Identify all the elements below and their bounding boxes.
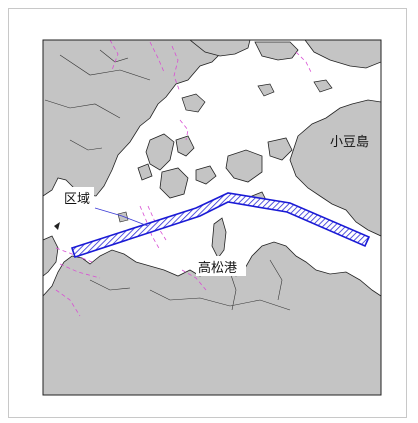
road-line	[229, 271, 237, 311]
port-label: 高松港	[198, 260, 237, 276]
road-line	[149, 289, 291, 311]
area-label: 区域	[64, 192, 90, 207]
map-frame	[42, 39, 382, 396]
island-label-bg	[326, 130, 376, 150]
port-label-bg	[196, 256, 246, 276]
land-southwest-peninsula	[43, 235, 59, 277]
road-line	[269, 259, 283, 301]
river-line	[69, 139, 103, 151]
island-central	[225, 149, 263, 183]
island-north-1	[189, 40, 251, 57]
island-east-small	[267, 137, 293, 161]
islet	[313, 79, 333, 93]
island-south-channel	[211, 217, 227, 259]
island-cluster-west	[145, 133, 175, 171]
navigation-channel	[70, 192, 371, 259]
area-label-bg	[60, 187, 94, 207]
island-north-2	[254, 41, 299, 61]
island-north-3	[304, 40, 381, 69]
islet	[181, 93, 206, 113]
island-central-2	[195, 165, 217, 185]
land-northwest	[43, 40, 226, 197]
island-cluster-west-2	[159, 167, 189, 199]
island-cluster-west-4	[137, 163, 153, 181]
island-label: 小豆島	[330, 135, 369, 150]
islet	[257, 83, 275, 97]
island-cluster-west-3	[175, 135, 195, 157]
triangle-marker-icon	[54, 222, 60, 230]
river-line	[59, 54, 151, 81]
river-line	[44, 99, 121, 119]
islet	[117, 211, 129, 223]
area-leader-line	[94, 207, 149, 227]
road-line	[89, 279, 131, 291]
